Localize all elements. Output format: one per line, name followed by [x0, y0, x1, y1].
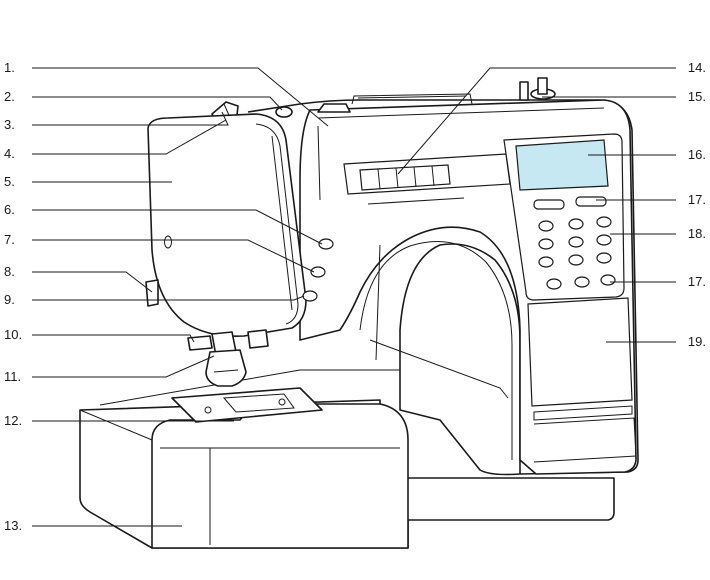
- accessory-box: [151, 403, 409, 549]
- face-plate: [147, 113, 307, 338]
- callout-17-bottom: 17.: [688, 274, 706, 289]
- callout-numbers-left: 1. 2. 3. 4. 5. 6. 7. 8. 9. 10. 11. 12. 1…: [4, 60, 22, 533]
- callout-16: 16.: [688, 147, 706, 162]
- callout-18: 18.: [688, 226, 706, 241]
- callout-12: 12.: [4, 413, 22, 428]
- left-buttons: [302, 238, 334, 302]
- top-handle: [317, 93, 473, 113]
- callout-9: 9.: [4, 292, 15, 307]
- leader-lines: [32, 67, 676, 527]
- callout-7: 7.: [4, 232, 15, 247]
- callout-2: 2.: [4, 89, 15, 104]
- callout-4: 4.: [4, 146, 15, 161]
- callout-3: 3.: [4, 117, 15, 132]
- callout-14: 14.: [688, 60, 706, 75]
- needle-assembly: [187, 329, 269, 387]
- callout-6: 6.: [4, 202, 15, 217]
- thread-cutter: [145, 279, 159, 307]
- callout-15: 15.: [688, 89, 706, 104]
- control-panel: [503, 133, 625, 301]
- callout-10: 10.: [4, 327, 22, 342]
- callout-1: 1.: [4, 60, 15, 75]
- lcd-screen: [515, 139, 609, 191]
- callout-numbers-right: 14. 15. 16. 17. 18. 17. 19.: [688, 60, 706, 349]
- callout-19: 19.: [688, 334, 706, 349]
- callout-13: 13.: [4, 518, 22, 533]
- callout-11: 11.: [4, 369, 21, 384]
- callout-8: 8.: [4, 264, 15, 279]
- front-cover: [527, 297, 637, 463]
- callout-5: 5.: [4, 174, 15, 189]
- callout-17-top: 17.: [688, 192, 706, 207]
- needle-plate: [171, 387, 323, 423]
